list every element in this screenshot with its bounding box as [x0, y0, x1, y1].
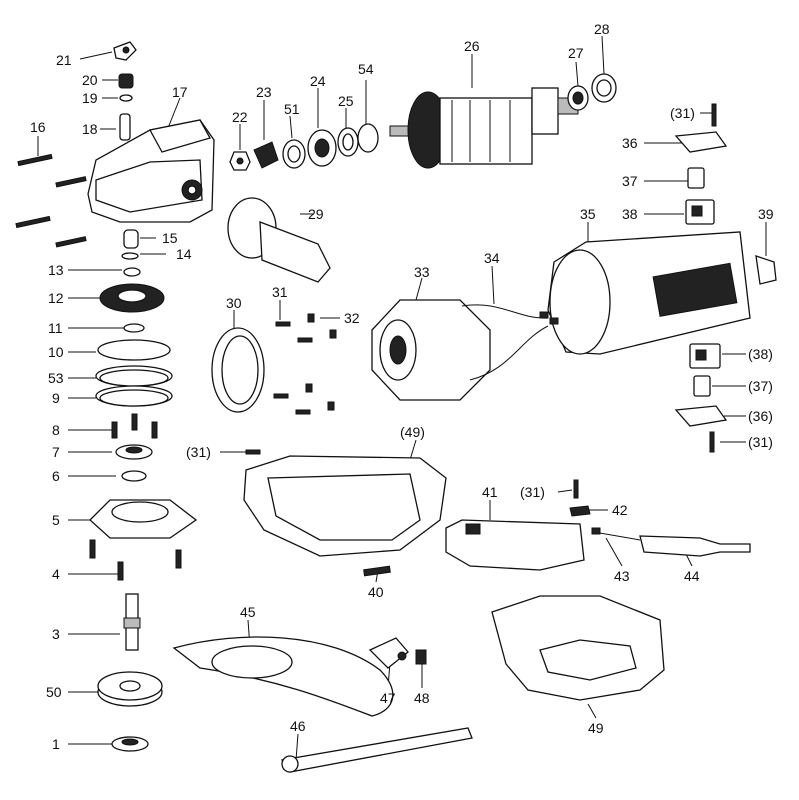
callout-35: 35 — [580, 206, 596, 222]
callout-31: 31 — [272, 284, 288, 300]
callout-19: 19 — [82, 90, 98, 106]
callout-3: 3 — [52, 626, 60, 642]
callout-45: 45 — [240, 604, 256, 620]
callout-37-lower: (37) — [748, 378, 773, 394]
callout-16: 16 — [30, 119, 46, 135]
callout-31-top: (31) — [670, 105, 695, 121]
callout-11: 11 — [48, 320, 63, 336]
callout-27: 27 — [568, 45, 584, 61]
callout-33: 33 — [414, 264, 430, 280]
callout-15: 15 — [162, 230, 178, 246]
callout-20: 20 — [82, 72, 98, 88]
callout-51: 51 — [284, 101, 300, 117]
callout-34: 34 — [484, 250, 500, 266]
callout-49-housing: (49) — [400, 424, 425, 440]
callout-26: 26 — [464, 38, 480, 54]
callout-31-lower-right: (31) — [748, 434, 773, 450]
callout-50: 50 — [46, 684, 62, 700]
callout-24: 24 — [310, 73, 326, 89]
callout-40: 40 — [368, 584, 384, 600]
callout-49-handle: 49 — [588, 720, 604, 736]
callout-31-switch: (31) — [520, 484, 545, 500]
callout-38: 38 — [622, 206, 638, 222]
callout-21: 21 — [56, 52, 72, 68]
callout-38-lower: (38) — [748, 346, 773, 362]
callout-25: 25 — [338, 93, 354, 109]
callout-13: 13 — [48, 262, 64, 278]
callout-28: 28 — [594, 21, 610, 37]
callout-9: 9 — [52, 390, 60, 406]
callout-30: 30 — [226, 295, 242, 311]
callout-18: 18 — [82, 121, 98, 137]
callout-53: 53 — [48, 370, 64, 386]
callout-54: 54 — [358, 61, 374, 77]
callout-36-lower: (36) — [748, 408, 773, 424]
callout-32: 32 — [344, 310, 360, 326]
callout-44: 44 — [684, 568, 700, 584]
callout-39: 39 — [758, 206, 774, 222]
callout-42: 42 — [612, 502, 628, 518]
callout-12: 12 — [48, 290, 64, 306]
callout-23: 23 — [256, 84, 272, 100]
callout-14: 14 — [176, 246, 192, 262]
callout-31-left-housing: (31) — [186, 444, 211, 460]
callout-6: 6 — [52, 468, 60, 484]
callout-47: 47 — [380, 690, 396, 706]
callout-29: 29 — [308, 206, 324, 222]
callout-8: 8 — [52, 422, 60, 438]
callout-37: 37 — [622, 173, 638, 189]
callout-10: 10 — [48, 344, 64, 360]
callout-4: 4 — [52, 566, 60, 582]
callout-41: 41 — [482, 484, 498, 500]
callout-43: 43 — [614, 568, 630, 584]
callout-17: 17 — [172, 84, 188, 100]
callout-46: 46 — [290, 718, 306, 734]
callout-36: 36 — [622, 135, 638, 151]
callout-1: 1 — [52, 736, 60, 752]
callout-5: 5 — [52, 512, 60, 528]
callout-48: 48 — [414, 690, 430, 706]
callout-7: 7 — [52, 444, 60, 460]
callout-22: 22 — [232, 109, 248, 125]
